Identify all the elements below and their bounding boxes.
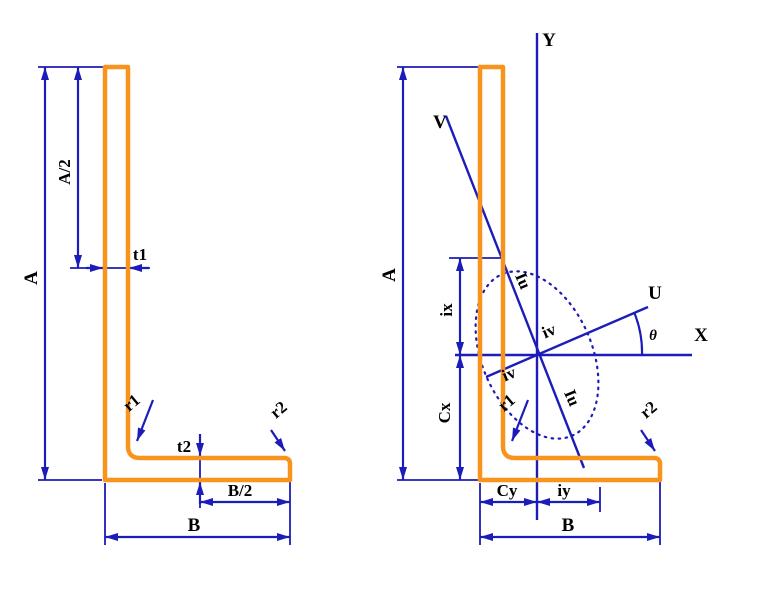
theta-angle-arc [632,311,644,356]
right-label-Iu-lower: Iu [560,387,584,409]
right-label-iv-upper: iv [539,319,559,342]
right-angle-profile [477,64,663,483]
left-label-r1: r1 [119,390,144,415]
v-axis [444,115,586,469]
inertia-ellipse [474,270,600,440]
left-label-A: A [21,271,42,285]
right-label-Cy: Cy [497,481,518,500]
right-label-theta: θ [649,328,657,344]
left-label-B-half: B/2 [228,481,253,500]
right-label-r1: r1 [494,390,519,415]
left-leader-r1 [135,399,155,442]
right-label-B: B [562,515,575,536]
left-angle-profile [102,64,293,483]
left-label-B: B [188,515,201,536]
right-label-Cx: Cx [435,402,454,423]
right-leader-r1 [510,399,530,442]
right-label-Iu-upper: Iu [511,270,535,292]
left-diagram: A A/2 t1 r1 r2 t2 B/2 B [21,64,293,545]
right-label-r2: r2 [636,397,661,422]
right-label-iy: iy [557,481,571,500]
left-label-t1: t1 [133,245,147,264]
left-leader-r2 [270,429,286,452]
right-label-Y: Y [542,30,556,51]
right-label-U: U [648,283,662,304]
right-label-ix: ix [437,303,456,317]
right-label-X: X [694,325,708,346]
left-label-r2: r2 [266,397,291,422]
left-label-t2: t2 [177,437,191,456]
right-label-V: V [433,112,447,133]
right-label-A: A [379,268,400,282]
u-axis [485,305,649,379]
left-label-A-half: A/2 [55,159,74,185]
right-diagram: Y X U V A ix Cx Iu iv iv Iu r1 r2 Cy iy … [379,30,708,545]
right-leader-r2 [640,429,656,452]
